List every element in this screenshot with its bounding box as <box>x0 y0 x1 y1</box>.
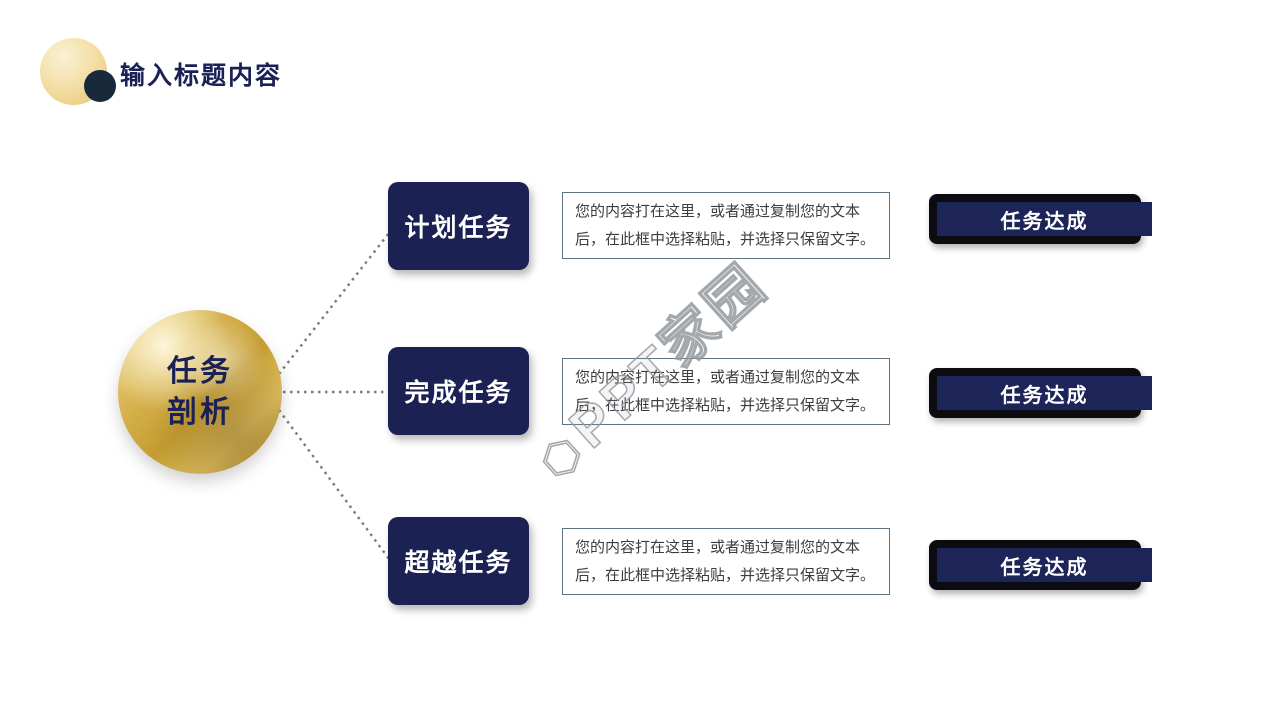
header-navy-circle <box>84 70 116 102</box>
description-text-2: 您的内容打在这里，或者通过复制您的文本后，在此框中选择粘贴，并选择只保留文字。 <box>575 368 876 414</box>
task-box-exceed: 超越任务 <box>388 517 529 605</box>
result-bar-3-label: 任务达成 <box>1000 556 1089 579</box>
result-bar-2-label: 任务达成 <box>1000 384 1089 407</box>
result-bar-3: 任务达成 <box>929 540 1153 590</box>
connector-line-bottom <box>277 409 391 560</box>
description-card-3: 您的内容打在这里，或者通过复制您的文本后，在此框中选择粘贴，并选择只保留文字。 <box>562 528 890 595</box>
result-bar-2-navy-plate: 任务达成 <box>937 376 1152 410</box>
center-topic-label: 任务 剖析 <box>167 351 233 433</box>
watermark-text: PPT家园 <box>557 251 780 461</box>
task-box-complete-label: 完成任务 <box>404 379 513 407</box>
page-title: 输入标题内容 <box>120 62 283 90</box>
task-box-complete: 完成任务 <box>388 347 529 435</box>
center-topic-line2: 剖析 <box>167 396 233 429</box>
description-card-2: 您的内容打在这里，或者通过复制您的文本后，在此框中选择粘贴，并选择只保留文字。 <box>562 358 890 425</box>
connector-line-top <box>278 232 390 375</box>
result-bar-1-navy-plate: 任务达成 <box>937 202 1152 236</box>
center-topic-line1: 任务 <box>167 355 233 388</box>
task-box-plan-label: 计划任务 <box>404 214 513 242</box>
description-card-1: 您的内容打在这里，或者通过复制您的文本后，在此框中选择粘贴，并选择只保留文字。 <box>562 192 890 259</box>
result-bar-1: 任务达成 <box>929 194 1153 244</box>
result-bar-2: 任务达成 <box>929 368 1153 418</box>
center-topic-circle: 任务 剖析 <box>118 310 282 474</box>
result-bar-1-label: 任务达成 <box>1000 210 1089 233</box>
watermark-logo-icon: ⬡ <box>530 423 596 490</box>
description-text-3: 您的内容打在这里，或者通过复制您的文本后，在此框中选择粘贴，并选择只保留文字。 <box>575 538 876 584</box>
task-box-plan: 计划任务 <box>388 182 529 270</box>
result-bar-3-navy-plate: 任务达成 <box>937 548 1152 582</box>
description-text-1: 您的内容打在这里，或者通过复制您的文本后，在此框中选择粘贴，并选择只保留文字。 <box>575 202 876 248</box>
task-box-exceed-label: 超越任务 <box>404 549 513 577</box>
